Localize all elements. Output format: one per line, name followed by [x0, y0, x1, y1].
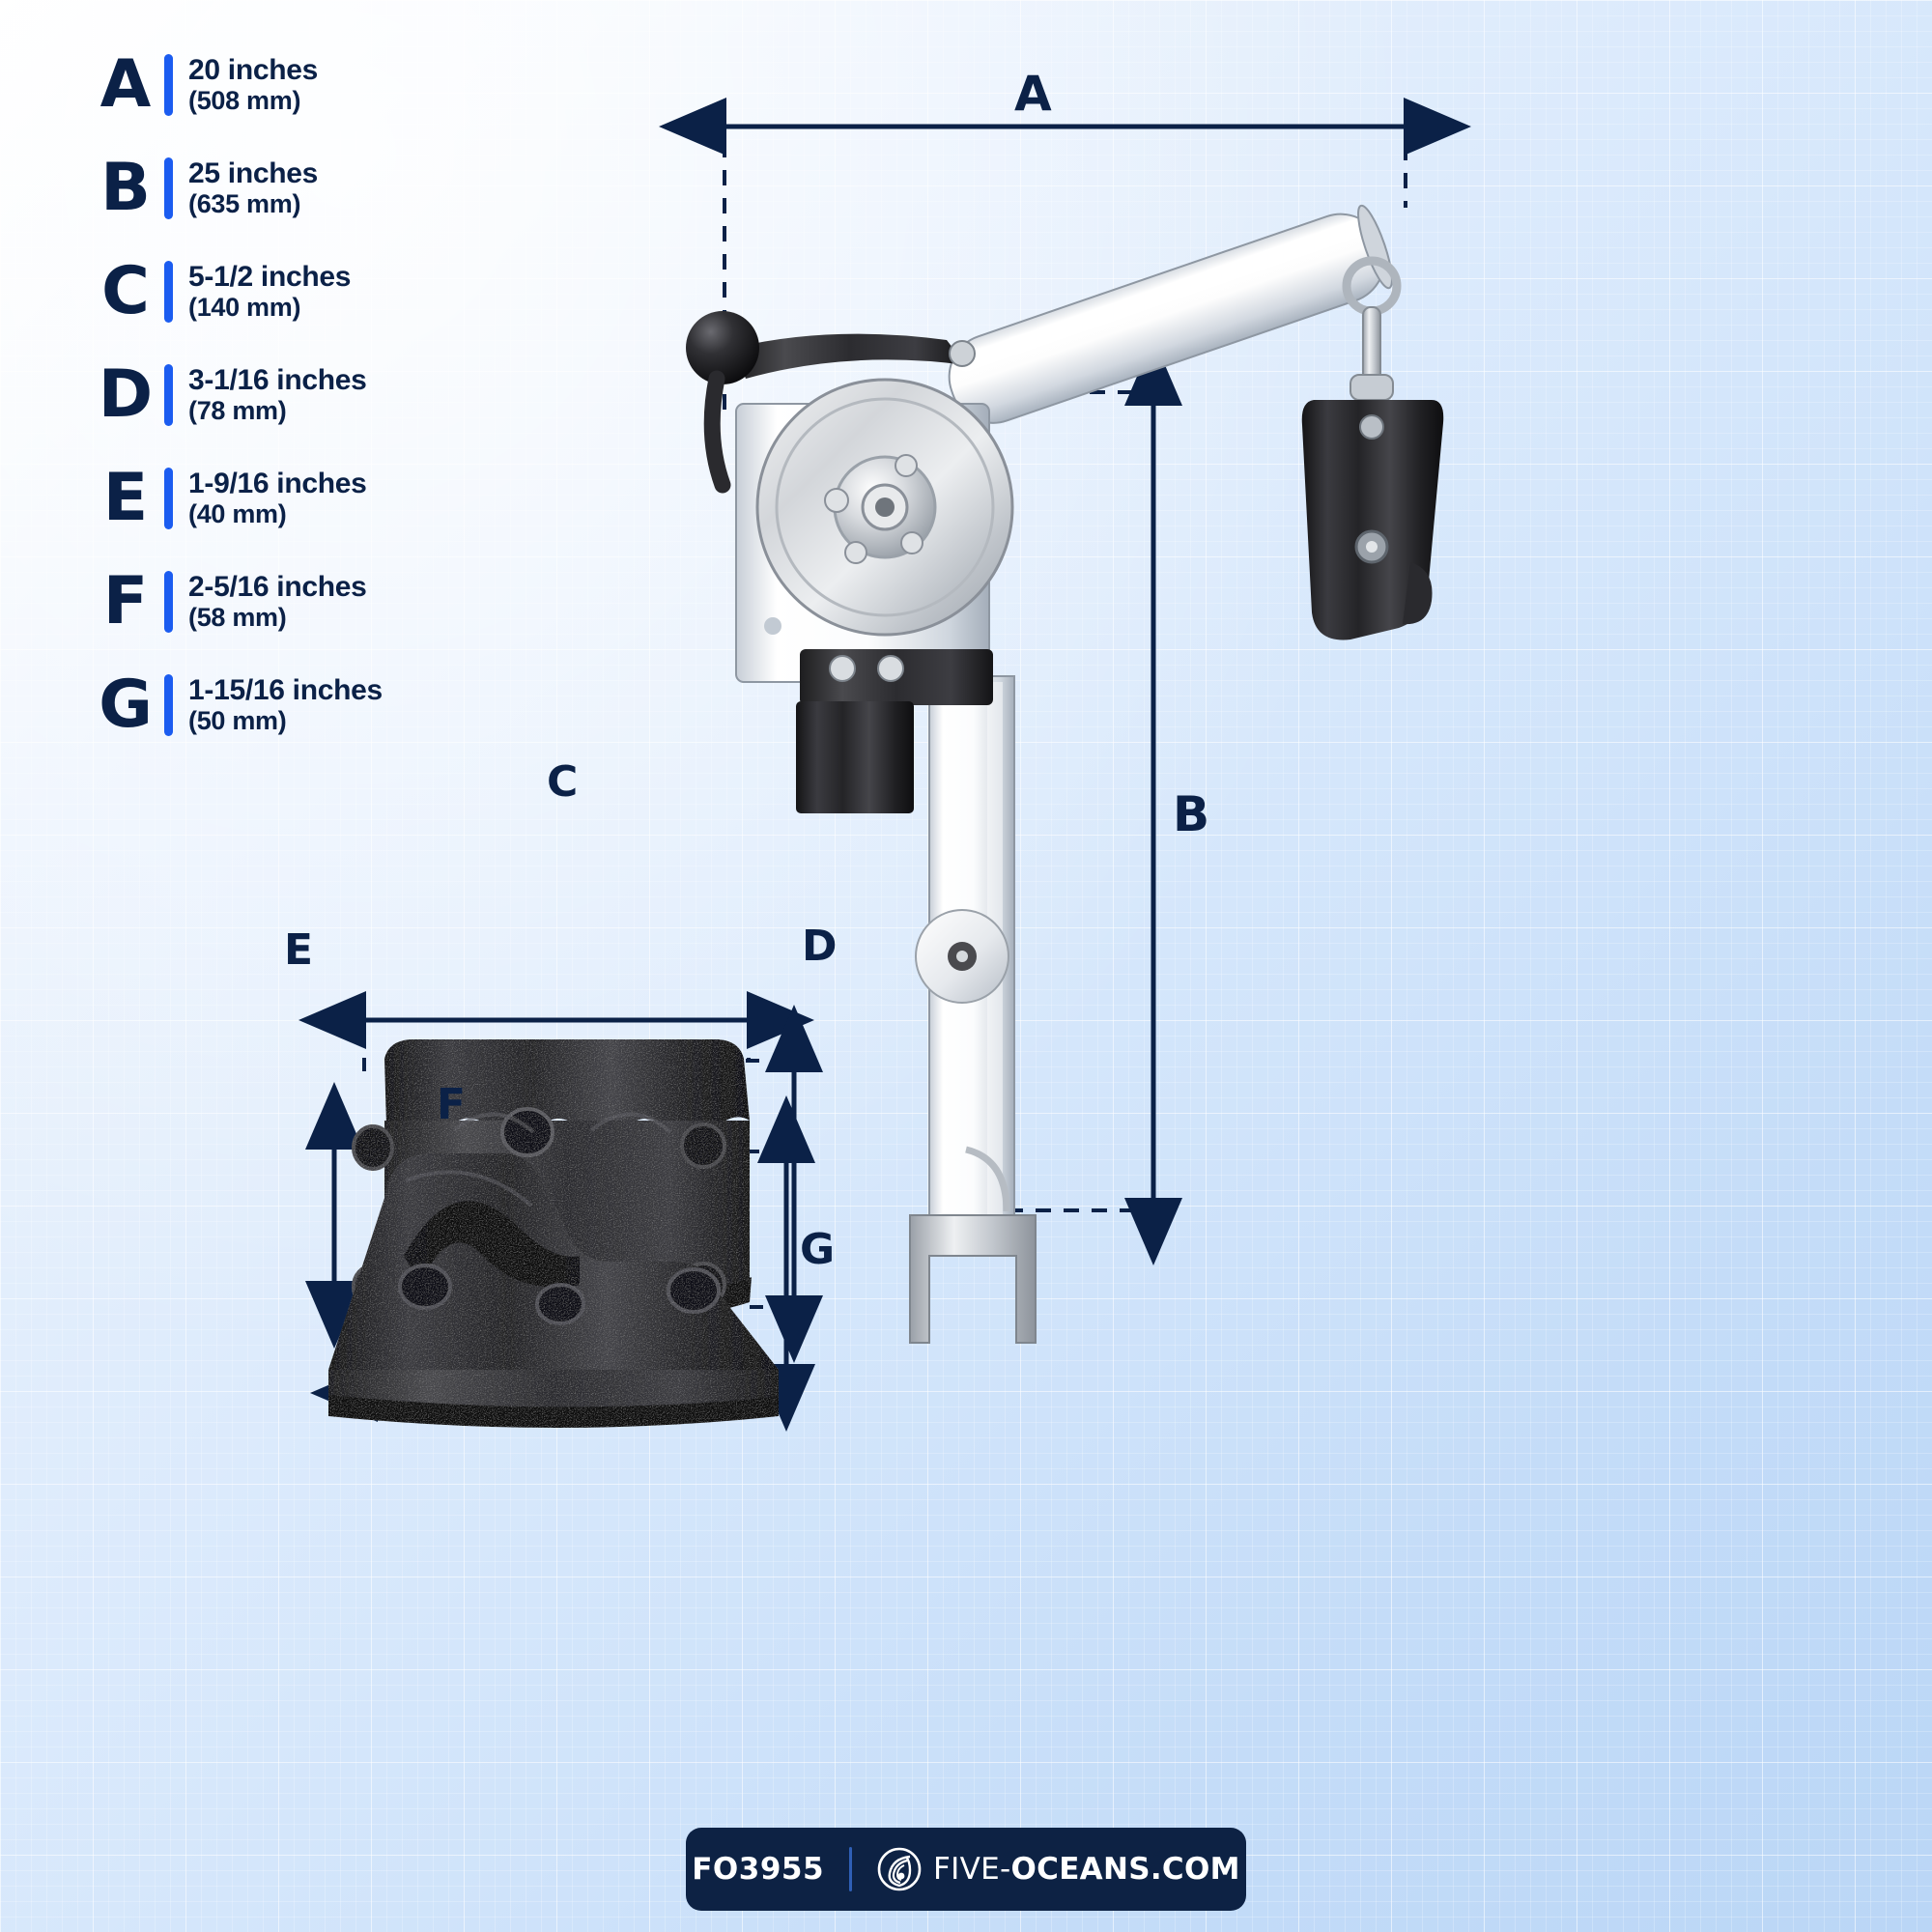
legend-letter-f: F — [102, 562, 148, 639]
legend-value-a: 20 inches (508 mm) — [188, 54, 318, 116]
legend-divider-f — [164, 570, 173, 633]
legend-inches-c: 5-1/2 inches — [188, 260, 352, 293]
dimension-label-g: G — [800, 1225, 836, 1274]
dimension-label-d: D — [802, 922, 838, 971]
dimension-label-b: B — [1173, 786, 1210, 842]
legend-mm-c: (140 mm) — [188, 293, 301, 323]
legend-item-d: D 3-1/16 inches (78 mm) — [93, 343, 547, 446]
brand-suffix: OCEANS.COM — [1010, 1852, 1240, 1887]
pulley-block-assembly — [1301, 256, 1444, 640]
dimension-label-c: C — [547, 757, 579, 807]
legend-divider-d — [164, 363, 173, 426]
legend-letter-c: C — [101, 252, 150, 329]
legend-letter-d: D — [98, 355, 153, 433]
legend-value-b: 25 inches (635 mm) — [188, 157, 318, 219]
legend-mm-b: (635 mm) — [188, 189, 301, 219]
product-deck-base-plate — [328, 1153, 779, 1428]
legend-divider-a — [164, 53, 173, 116]
brand-lockup: FIVE-OCEANS.COM — [877, 1847, 1240, 1891]
legend-inches-a: 20 inches — [188, 53, 319, 86]
legend-divider-b — [164, 156, 173, 219]
dimension-line-c — [298, 991, 814, 1080]
brand-text: FIVE-OCEANS.COM — [933, 1852, 1240, 1887]
legend-letter-a: A — [99, 45, 152, 123]
product-davit-crane — [686, 204, 1444, 1344]
legend-inches-f: 2-5/16 inches — [188, 570, 367, 603]
legend-value-g: 1-15/16 inches (50 mm) — [188, 674, 383, 736]
dimension-label-e: E — [284, 925, 314, 975]
legend-value-e: 1-9/16 inches (40 mm) — [188, 468, 367, 529]
footer-brand-bar: FO3955 FIVE-OCEANS.COM — [686, 1828, 1246, 1911]
brand-prefix: FIVE- — [933, 1852, 1011, 1887]
legend-divider-c — [164, 260, 173, 323]
legend-value-f: 2-5/16 inches (58 mm) — [188, 571, 367, 633]
product-sku: FO3955 — [692, 1852, 825, 1887]
footer-divider — [849, 1847, 853, 1891]
legend-divider-e — [164, 467, 173, 529]
legend-mm-e: (40 mm) — [188, 499, 287, 529]
legend-item-e: E 1-9/16 inches (40 mm) — [93, 446, 547, 550]
legend-letter-g: G — [99, 666, 153, 743]
legend-divider-g — [164, 673, 173, 736]
legend-mm-f: (58 mm) — [188, 603, 287, 633]
legend-letter-e: E — [102, 459, 148, 536]
dimension-label-a: A — [1014, 66, 1052, 122]
legend-mm-g: (50 mm) — [188, 706, 287, 736]
legend-inches-b: 25 inches — [188, 156, 319, 189]
legend-mm-d: (78 mm) — [188, 396, 287, 426]
legend-letter-b: B — [100, 149, 151, 226]
legend-item-f: F 2-5/16 inches (58 mm) — [93, 550, 547, 653]
dimension-legend: A 20 inches (508 mm) B 25 inches (635 mm… — [93, 33, 547, 756]
legend-mm-a: (508 mm) — [188, 86, 301, 116]
legend-item-c: C 5-1/2 inches (140 mm) — [93, 240, 547, 343]
legend-item-b: B 25 inches (635 mm) — [93, 136, 547, 240]
legend-inches-d: 3-1/16 inches — [188, 363, 367, 396]
shell-icon — [877, 1847, 922, 1891]
legend-inches-g: 1-15/16 inches — [188, 673, 383, 706]
legend-item-a: A 20 inches (508 mm) — [93, 33, 547, 136]
dimension-line-a — [659, 98, 1471, 415]
legend-inches-e: 1-9/16 inches — [188, 467, 367, 499]
adjuster-knob — [915, 909, 1009, 1004]
dimension-label-f: F — [437, 1080, 467, 1129]
legend-value-c: 5-1/2 inches (140 mm) — [188, 261, 351, 323]
legend-item-g: G 1-15/16 inches (50 mm) — [93, 653, 547, 756]
dimension-line-d — [746, 1005, 823, 1363]
legend-value-d: 3-1/16 inches (78 mm) — [188, 364, 367, 426]
